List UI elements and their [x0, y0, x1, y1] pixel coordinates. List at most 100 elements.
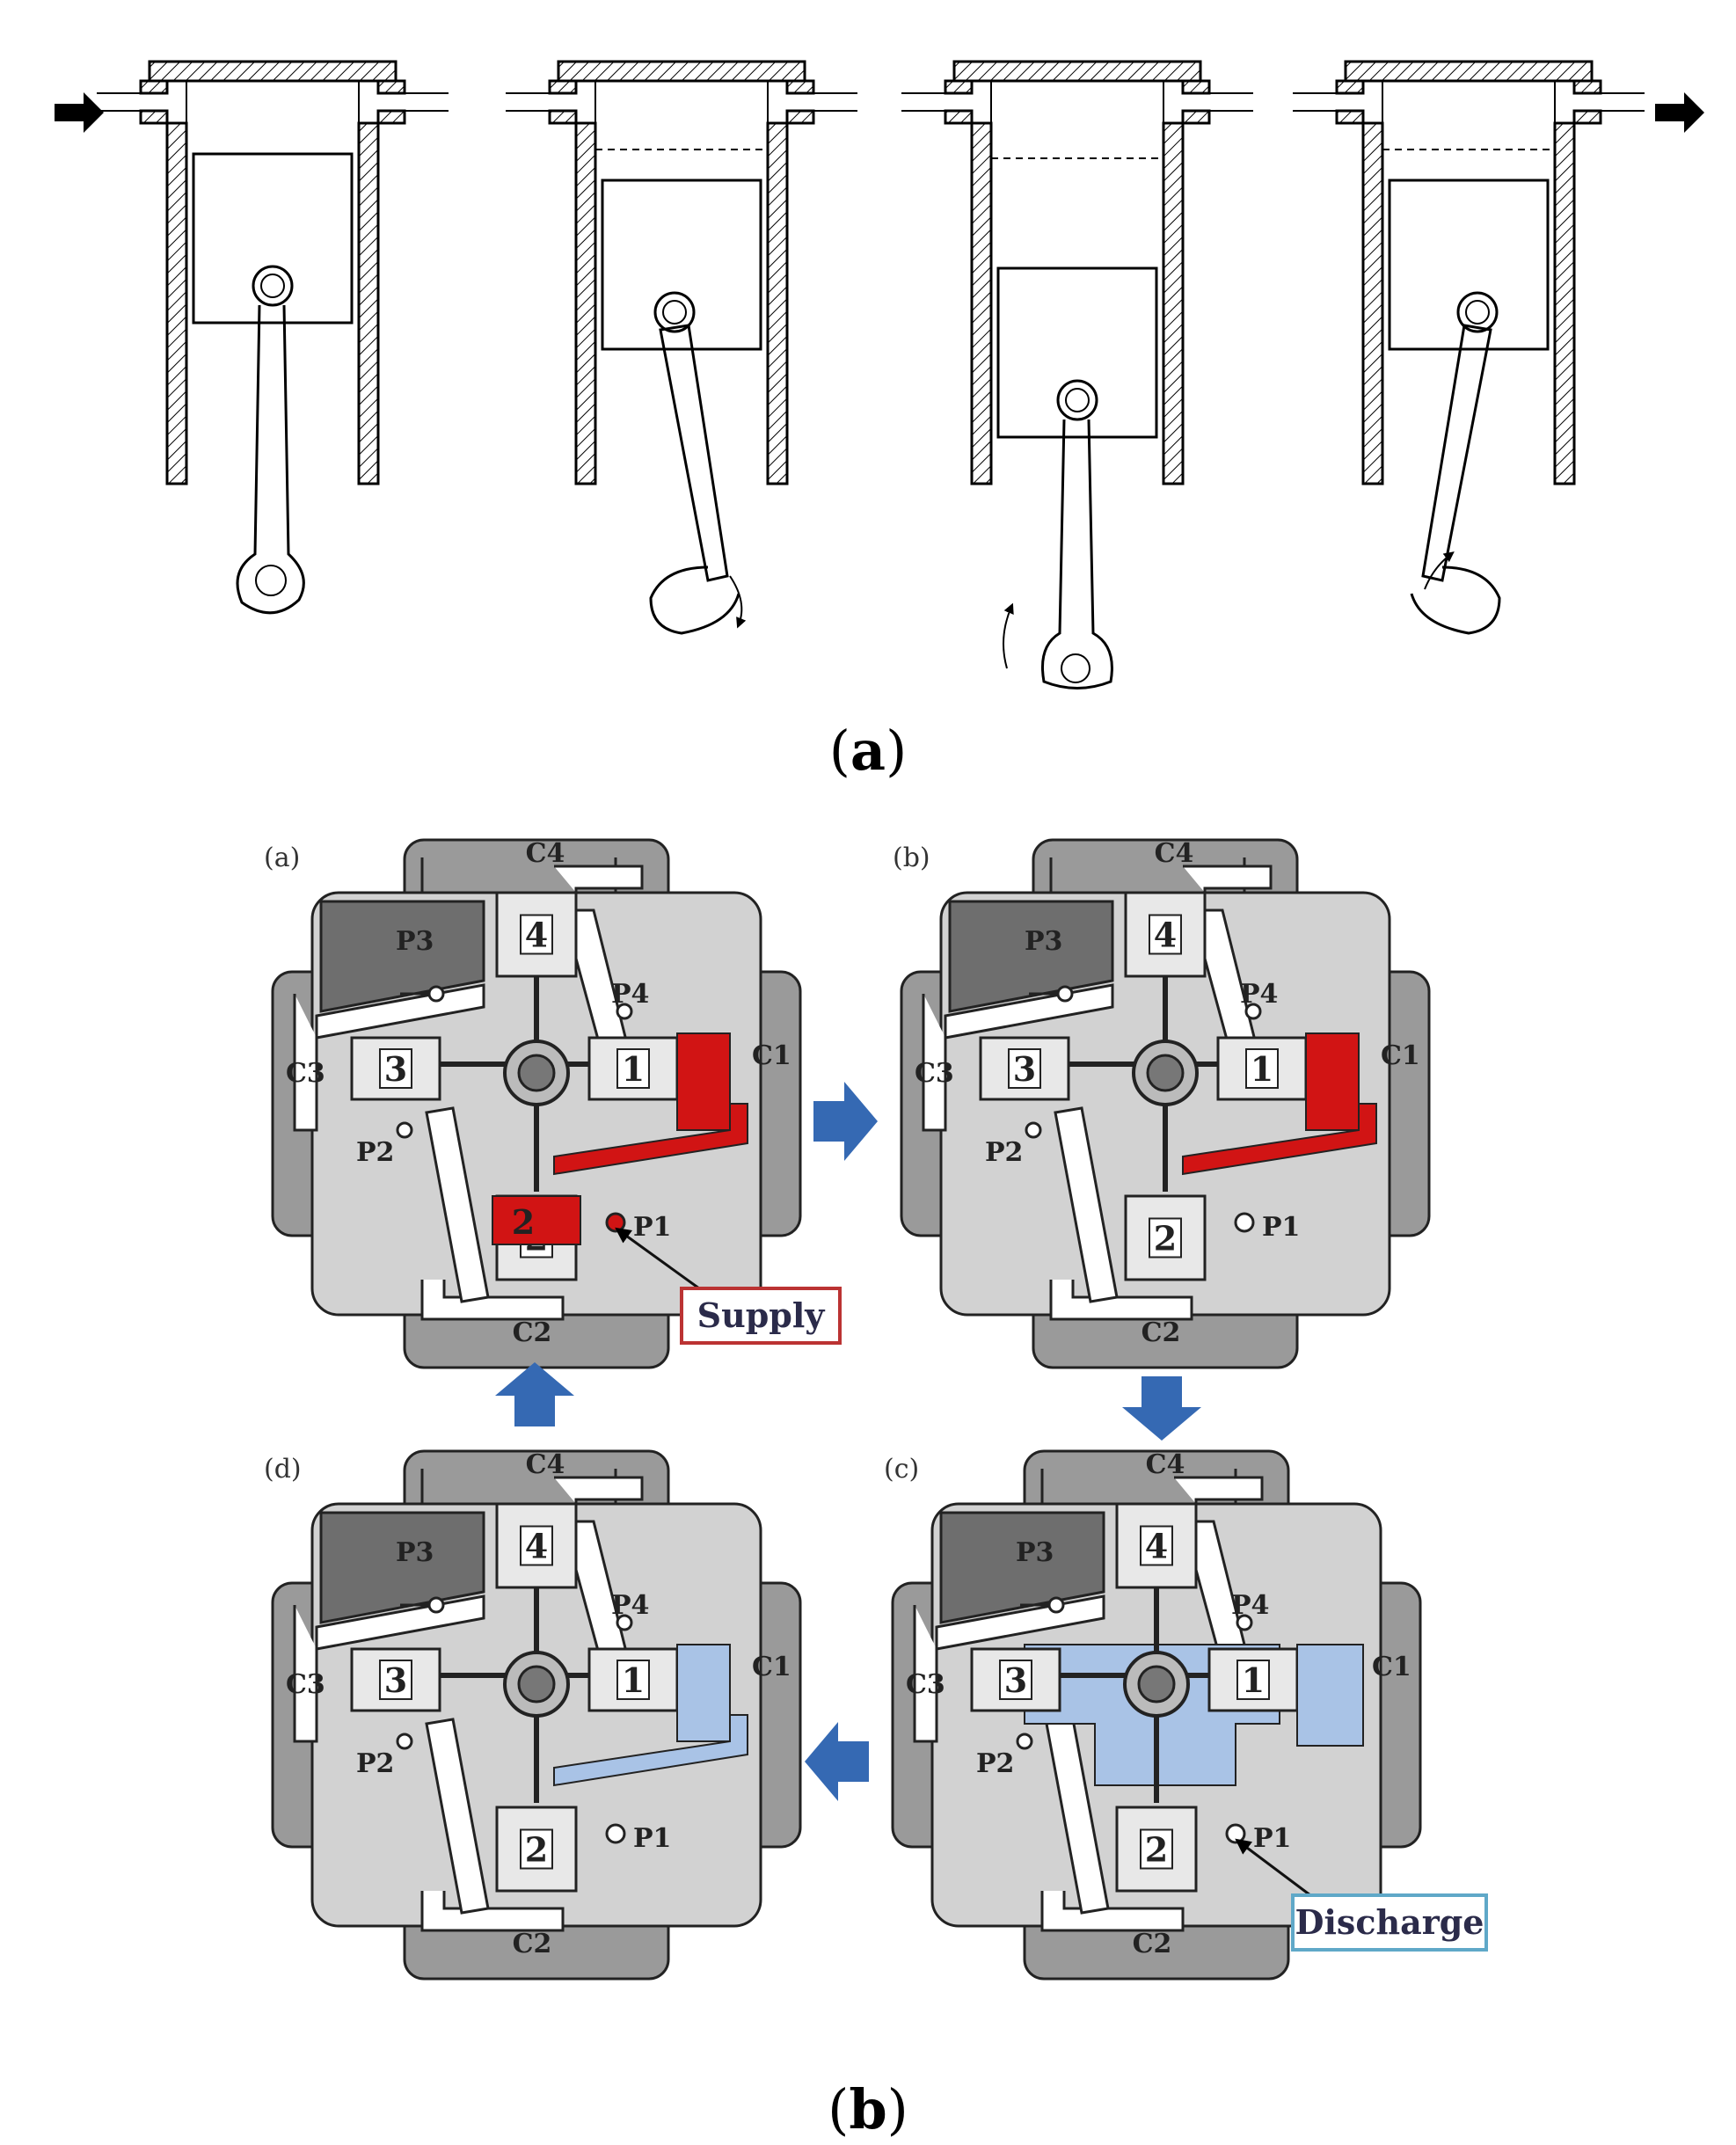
port-p3: [1047, 1596, 1065, 1614]
line-c1-p1: [1182, 1103, 1377, 1176]
channel-c3: [913, 1594, 1105, 1743]
label-c1: C1: [752, 1652, 791, 1682]
rotation-arrow-icon: [1424, 551, 1455, 590]
port-p4: [616, 1614, 633, 1631]
port-p1: [605, 1823, 626, 1844]
chamber-2-supply: [492, 1195, 581, 1245]
port-p1: [605, 1212, 626, 1233]
label-p1: P1: [1253, 1823, 1291, 1854]
label-c3: C3: [286, 1669, 325, 1700]
panel-label: (d): [264, 1454, 302, 1485]
connecting-rod: [1040, 419, 1113, 689]
label-c3: C3: [915, 1058, 954, 1089]
rotation-arrow-icon: [729, 575, 747, 629]
piston-4-label: 4: [1145, 1527, 1168, 1566]
piston-1-label: 1: [622, 1660, 645, 1700]
piston-3: [350, 1036, 441, 1101]
arrow-down-icon: [1122, 1376, 1201, 1441]
channel-c4: [554, 865, 644, 893]
port-p3: [427, 1596, 445, 1614]
connecting-rod: [659, 324, 729, 582]
port-p2: [396, 1121, 413, 1139]
label-c3: C3: [906, 1669, 945, 1700]
label-c2: C2: [1133, 1929, 1172, 1959]
block-upper-left: [319, 1511, 485, 1624]
label-p4: P4: [611, 1590, 649, 1621]
label-c4: C4: [1146, 1449, 1185, 1480]
stroke-3-cylinder: [900, 60, 1255, 689]
line-c1-p1: [553, 1103, 748, 1176]
callout-leader: [1235, 1838, 1311, 1897]
callout-box: [680, 1287, 842, 1345]
piston-3: [979, 1036, 1070, 1101]
piston-3-label: 3: [384, 1049, 407, 1089]
channel-p2: [425, 1106, 490, 1303]
label-c2: C2: [513, 1929, 552, 1959]
arrow-right-icon: [813, 1082, 878, 1161]
piston-3-label: 3: [384, 1660, 407, 1700]
piston: [192, 152, 354, 325]
piston-1-label: 1: [622, 1049, 645, 1089]
label-c2: C2: [1142, 1317, 1181, 1348]
label-c2: C2: [513, 1317, 552, 1348]
channel-c4: [1174, 1476, 1264, 1504]
piston-2-label: 2: [525, 1830, 548, 1870]
cycle-arrows: [495, 1082, 1201, 1801]
panel-label: (b): [893, 843, 930, 873]
label-p4: P4: [1240, 979, 1278, 1010]
rotation-arrow-icon: [1003, 602, 1014, 669]
piston-3-label: 3: [1004, 1660, 1027, 1700]
label-p2: P2: [356, 1748, 394, 1779]
label-p2: P2: [976, 1748, 1014, 1779]
piston-2-label: 2: [512, 1202, 535, 1242]
label-c4: C4: [526, 838, 565, 869]
label-p2: P2: [985, 1137, 1023, 1168]
arrow-up-icon: [495, 1362, 574, 1426]
label-p3: P3: [396, 1537, 434, 1568]
port-p2: [396, 1733, 413, 1750]
caption-a: (a): [829, 719, 908, 783]
piston-4-label: 4: [1154, 916, 1177, 955]
channel-c4: [554, 1476, 644, 1504]
connecting-rod: [236, 304, 305, 615]
port-p2: [1016, 1733, 1033, 1750]
label-c1: C1: [752, 1040, 791, 1071]
chamber-c1: [676, 1032, 731, 1131]
piston: [1388, 179, 1550, 351]
callout-text: Supply: [697, 1295, 826, 1335]
block-upper-left: [939, 1511, 1105, 1624]
port-p1: [1234, 1212, 1255, 1233]
label-p1: P1: [633, 1212, 671, 1243]
piston-2-label: 2: [1154, 1219, 1177, 1259]
piston-4-label: 4: [525, 916, 548, 955]
port-p4: [1236, 1614, 1253, 1631]
stroke-4-cylinder: [1291, 60, 1646, 635]
piston: [996, 266, 1158, 439]
label-c4: C4: [526, 1449, 565, 1480]
hydraulic-cycle-panels: 12342(a)C4P3P4C1C3P2P1C2Supply1234(b)C4P…: [264, 838, 1488, 1981]
block-upper-left: [948, 900, 1114, 1013]
port-p4: [616, 1003, 633, 1020]
label-c4: C4: [1155, 838, 1194, 869]
exhaust-arrow-icon: [1655, 92, 1704, 133]
channel-c3: [293, 1594, 485, 1743]
piston-3-label: 3: [1013, 1049, 1036, 1089]
panel-label: (a): [264, 843, 300, 873]
channel-c2: [420, 1280, 565, 1321]
port-p2: [1025, 1121, 1042, 1139]
intake-arrow-icon: [55, 92, 104, 133]
chamber-c1: [1305, 1032, 1360, 1131]
piston-2-label: 2: [1145, 1830, 1168, 1870]
callout-text: Discharge: [1295, 1902, 1484, 1942]
channel-c3: [922, 983, 1114, 1132]
stroke-diagrams: [55, 60, 1704, 689]
label-p3: P3: [396, 926, 434, 957]
label-c1: C1: [1372, 1652, 1411, 1682]
label-p1: P1: [633, 1823, 671, 1854]
port-p3: [427, 985, 445, 1003]
connecting-rod: [1421, 324, 1492, 582]
